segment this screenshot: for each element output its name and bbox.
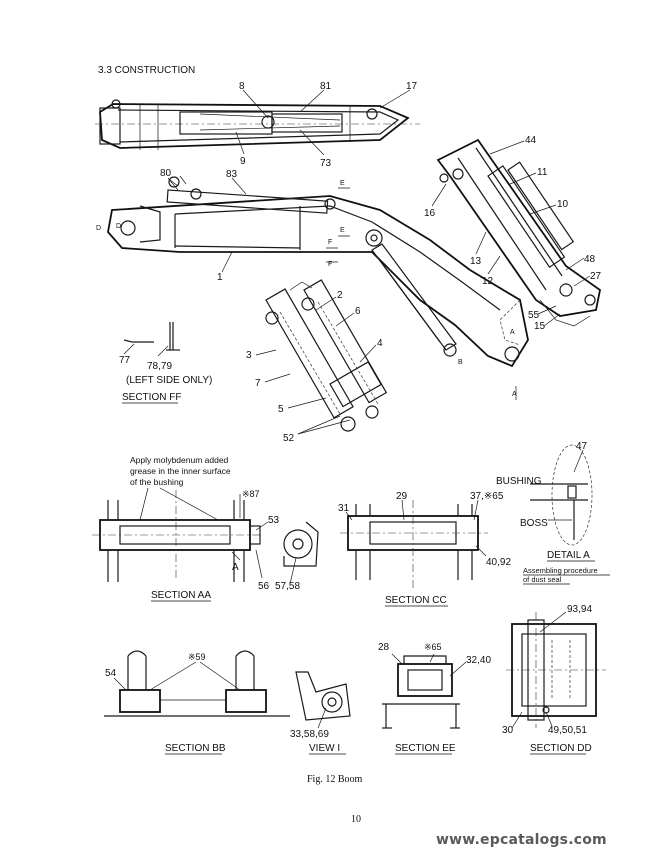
note-left-side-only: (LEFT SIDE ONLY): [126, 375, 212, 386]
assembling-note-line-1: Assembling procedure: [523, 566, 598, 575]
boom-side-view: [107, 175, 529, 368]
label-section-ee: SECTION EE: [395, 743, 456, 754]
callout-81: 81: [320, 81, 332, 92]
callout-56: 56: [258, 581, 270, 592]
side-callout-leaders: [167, 177, 247, 273]
callout-32-40: 32,40: [466, 655, 491, 666]
boom-cylinders: [265, 279, 388, 432]
watermark: www.epcatalogs.com: [436, 832, 607, 848]
callout-78-79: 78,79: [147, 361, 172, 372]
section-aa-drawing: [92, 487, 319, 585]
cut-F-1: F: [328, 239, 332, 246]
callout-33-58-69: 33,58,69: [290, 729, 329, 740]
callout-37-65: 37,※65: [470, 491, 504, 502]
callout-9: 9: [240, 156, 246, 167]
callout-93-94: 93,94: [567, 604, 592, 615]
cut-F-2: F: [328, 261, 332, 268]
callout-13: 13: [470, 256, 482, 267]
callout-17: 17: [406, 81, 418, 92]
callout-5: 5: [278, 404, 284, 415]
callout-55: 55: [528, 310, 540, 321]
label-view-1: VIEW I: [309, 743, 340, 754]
arm-assembly: [436, 138, 601, 346]
boom-plan-view: [95, 99, 420, 150]
callout-52: 52: [283, 433, 295, 444]
callout-44: 44: [525, 135, 537, 146]
label-section-cc: SECTION CC: [385, 595, 447, 606]
grease-note-line-3: of the bushing: [130, 477, 184, 487]
callout-7: 7: [255, 378, 261, 389]
figure-caption: Fig. 12 Boom: [307, 774, 363, 785]
section-dd-drawing: [506, 611, 606, 729]
callout-48: 48: [584, 254, 596, 265]
cut-B: B: [458, 359, 463, 366]
callout-73: 73: [320, 158, 332, 169]
callout-16: 16: [424, 208, 436, 219]
callout-27: 27: [590, 271, 602, 282]
grease-note-line-1: Apply molybdenum added: [130, 455, 229, 465]
view-1-drawing: [295, 671, 351, 729]
label-section-dd: SECTION DD: [530, 743, 592, 754]
cut-A-2: A: [512, 391, 517, 398]
label-boss: BOSS: [520, 518, 548, 529]
callout-4: 4: [377, 338, 383, 349]
callout-53: 53: [268, 515, 280, 526]
callout-40-92: 40,92: [486, 557, 511, 568]
callout-65: ※65: [424, 642, 442, 652]
callout-10: 10: [557, 199, 569, 210]
callout-87: ※87: [242, 489, 260, 499]
section-ee-drawing: [382, 653, 467, 729]
callout-80: 80: [160, 168, 172, 179]
cut-A-1: A: [510, 329, 515, 336]
arm-callout-leaders: [431, 140, 591, 327]
detail-a-drawing: [530, 444, 593, 546]
cut-E-2: E: [340, 227, 345, 234]
callout-2: 2: [337, 290, 343, 301]
callout-8: 8: [239, 81, 245, 92]
callout-31: 31: [338, 503, 350, 514]
callout-30: 30: [502, 725, 514, 736]
callout-28: 28: [378, 642, 390, 653]
label-bushing: BUSHING: [496, 476, 542, 487]
callout-29: 29: [396, 491, 408, 502]
section-cc-drawing: [340, 499, 488, 590]
cut-E-1: E: [340, 180, 345, 187]
callout-49-50-51: 49,50,51: [548, 725, 587, 736]
callout-1: 1: [217, 272, 223, 283]
callout-6: 6: [355, 306, 361, 317]
label-section-aa: SECTION AA: [151, 590, 211, 601]
callout-A: A: [232, 562, 239, 573]
cut-D-2: D: [116, 223, 121, 230]
callout-3: 3: [246, 350, 252, 361]
grease-note-line-2: grease in the inner surface: [130, 466, 231, 476]
callout-77: 77: [119, 355, 131, 366]
section-bb-drawing: [104, 650, 290, 717]
callout-59: ※59: [188, 652, 206, 662]
callout-57-58: 57,58: [275, 581, 300, 592]
assembling-note-line-2: of dust seal: [523, 575, 562, 584]
callout-47: 47: [576, 441, 588, 452]
section-heading: 3.3 CONSTRUCTION: [98, 65, 195, 76]
label-section-bb: SECTION BB: [165, 743, 226, 754]
label-detail-a: DETAIL A: [547, 550, 590, 561]
callout-15: 15: [534, 321, 546, 332]
section-ff-drawing: [123, 322, 180, 357]
callout-54: 54: [105, 668, 117, 679]
boom-cylinder-side: [371, 243, 457, 357]
label-section-ff: SECTION FF: [122, 392, 181, 403]
cyl-callout-leaders: [255, 296, 377, 435]
page-number: 10: [351, 814, 361, 825]
callout-83: 83: [226, 169, 238, 180]
cut-D-1: D: [96, 225, 101, 232]
top-callout-leaders: [235, 89, 411, 156]
callout-11: 11: [537, 167, 548, 178]
callout-12: 12: [482, 276, 494, 287]
